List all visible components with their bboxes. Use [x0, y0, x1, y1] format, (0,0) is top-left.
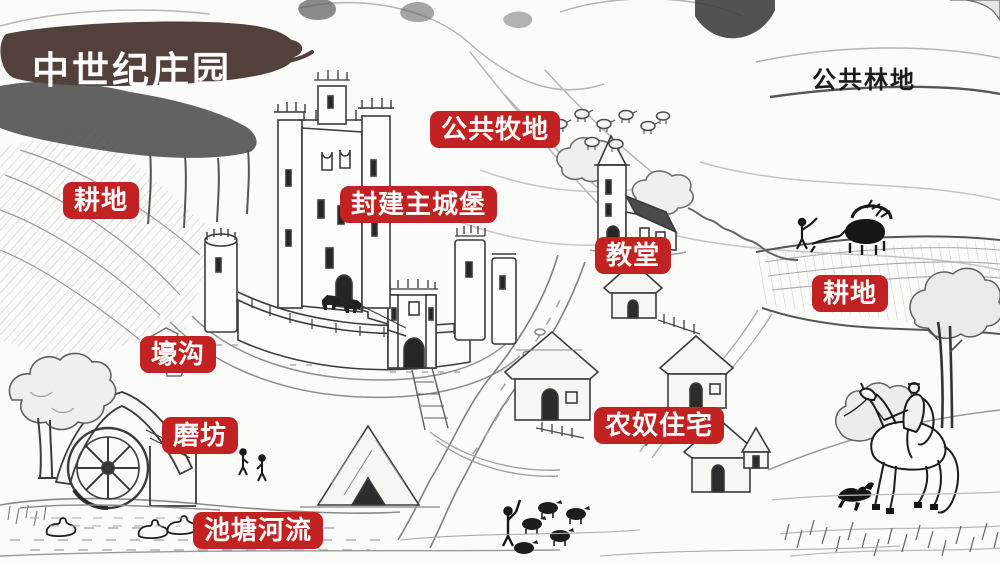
- gatehouse-icon: [386, 279, 438, 369]
- label-church: 教堂: [595, 237, 672, 275]
- label-arable-right: 耕地: [812, 275, 889, 313]
- swineherd-pigs-icon: [501, 499, 590, 554]
- label-common-woodland: 公共林地: [812, 67, 916, 94]
- label-serf-housing: 农奴住宅: [594, 407, 725, 445]
- label-moat: 壕沟: [140, 336, 217, 374]
- serf-cottages-icon: [300, 260, 772, 508]
- trees-icon: [0, 0, 775, 229]
- horse-rider-icon: [837, 382, 960, 514]
- slide-title-banner: 中世纪庄园: [0, 18, 340, 98]
- label-arable-left: 耕地: [63, 182, 140, 220]
- plowman-oxen-icon: [796, 199, 893, 255]
- dog-icon: [837, 482, 874, 511]
- slide-title: 中世纪庄园: [32, 50, 232, 91]
- walking-figures-icon: [238, 448, 267, 482]
- title-banner-brush: [0, 21, 314, 86]
- label-pond-river: 池塘河流: [193, 512, 324, 550]
- grass-icon: [399, 491, 1000, 557]
- label-mill: 磨坊: [162, 417, 239, 455]
- label-lord-castle: 封建主城堡: [340, 186, 498, 224]
- label-common-pasture: 公共牧地: [430, 111, 561, 149]
- pond-ducks-icon: [0, 497, 561, 557]
- trees-icon: [8, 0, 1000, 479]
